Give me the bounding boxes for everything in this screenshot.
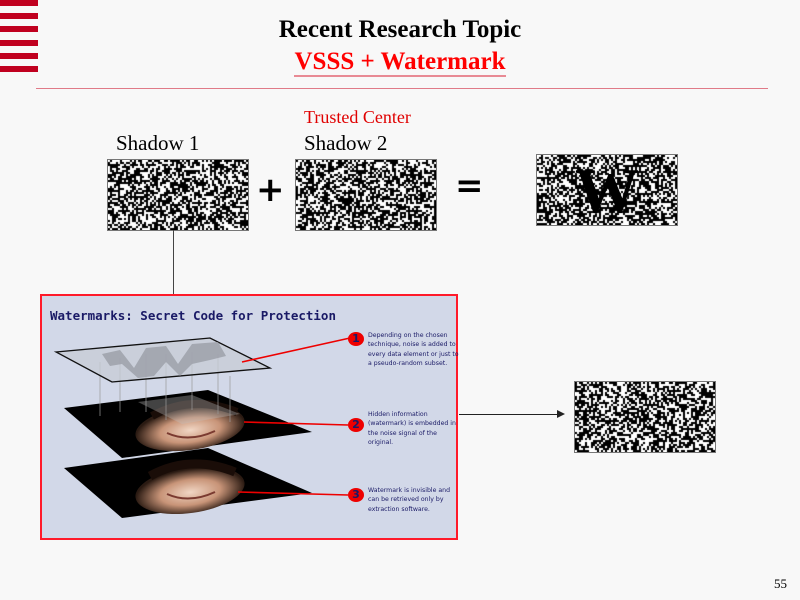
callout-text-3: Watermark is invisible and can be retrie… (368, 487, 451, 513)
title-divider (36, 88, 768, 89)
plus-operator: + (256, 170, 285, 210)
arrowhead-right-icon (557, 410, 565, 418)
shadow1-down-arrow-line (173, 230, 174, 356)
shadow2-image (295, 159, 437, 231)
extraction-arrow-line (459, 414, 559, 415)
stripe (0, 66, 38, 72)
original-image-layer (64, 448, 312, 518)
shadow1-label: Shadow 1 (116, 131, 200, 155)
callout-number-2: 2 (348, 418, 364, 432)
page-number: 55 (774, 576, 787, 591)
layers-illustration (53, 337, 351, 518)
callout-lines (237, 337, 351, 496)
shadow2-label: Shadow 2 (304, 131, 388, 155)
shadow2-noise (296, 160, 436, 230)
callout-text-2: Hidden information (watermark) is embedd… (368, 411, 456, 447)
equals-operator: = (455, 166, 484, 206)
slide-subtitle: VSSS + Watermark (294, 48, 506, 77)
extracted-share-image (574, 381, 716, 453)
watermarked-image-layer (64, 390, 312, 458)
slide-title: Recent Research Topic (278, 16, 522, 43)
noise-plane-layer (53, 337, 273, 383)
callout-text-1: Depending on the chosen technique, noise… (368, 332, 459, 368)
stripe (0, 0, 38, 6)
stacked-result-image: W (536, 154, 678, 226)
watermark-figure: Watermarks: Secret Code for Protection (40, 294, 459, 540)
callout-number-3: 3 (348, 488, 364, 502)
stripe (0, 40, 38, 46)
shadow1-image (107, 159, 249, 231)
extracted-share-noise (575, 382, 715, 452)
figure-title: Watermarks: Secret Code for Protection (50, 308, 336, 323)
stripe (0, 13, 38, 19)
stripe (0, 53, 38, 59)
result-noise (537, 155, 677, 225)
shadow1-noise (108, 160, 248, 230)
stripe (0, 26, 38, 32)
trusted-center-label: Trusted Center (304, 107, 411, 127)
result-w-letter: W (575, 155, 639, 226)
callout-number-1: 1 (348, 332, 364, 346)
slide-subtitle-wrap: VSSS + Watermark (0, 48, 800, 77)
